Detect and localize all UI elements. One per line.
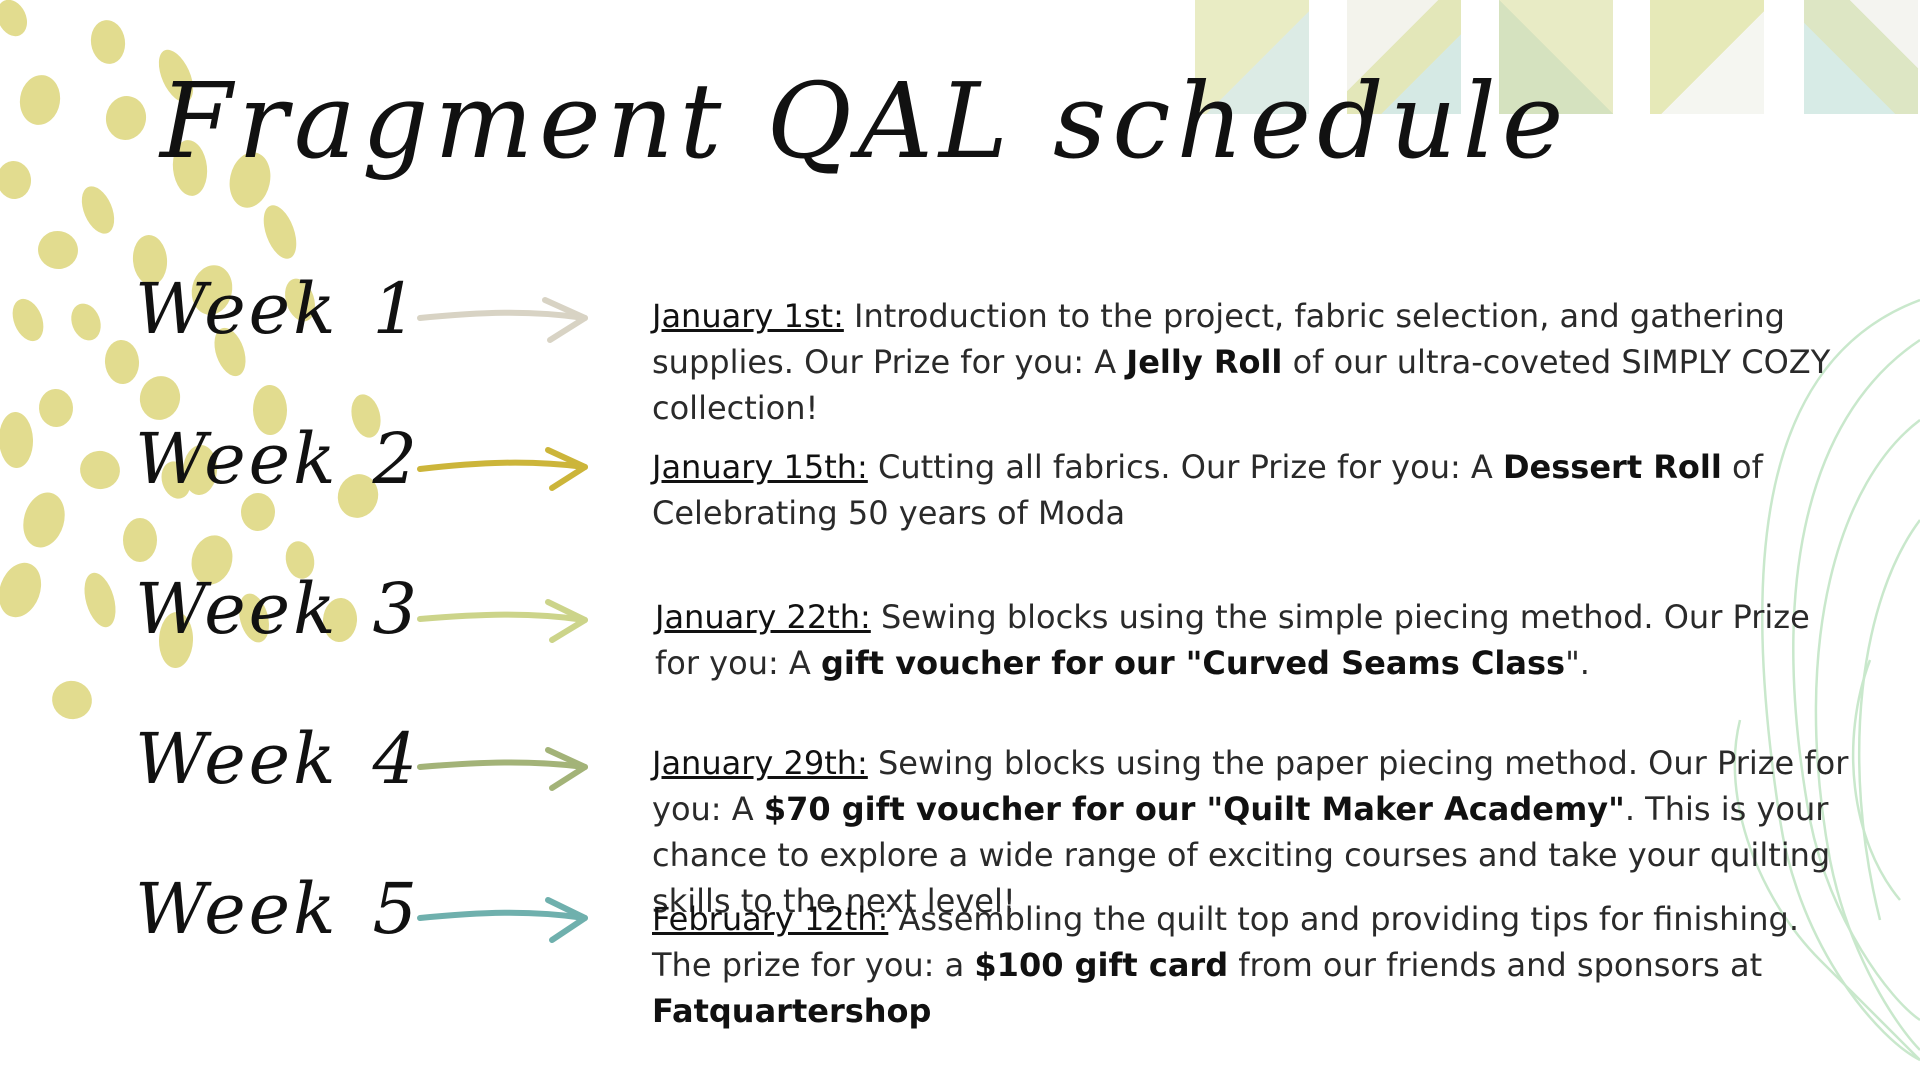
brush-dot xyxy=(191,535,233,585)
arrow-week-2 xyxy=(417,447,588,491)
brush-dot xyxy=(285,541,315,579)
brush-dot xyxy=(172,140,208,196)
week-1-description: January 1st: Introduction to the project… xyxy=(652,297,1831,427)
brush-dot xyxy=(38,230,78,270)
brush-dot xyxy=(239,593,269,643)
brush-dot xyxy=(90,20,126,64)
arrow-week-1 xyxy=(417,297,588,343)
brush-dot xyxy=(12,298,44,342)
brush-dot xyxy=(158,612,194,668)
brush-dot xyxy=(351,394,381,438)
brush-dot xyxy=(139,376,181,420)
week-4-description: January 29th: Sewing blocks using the pa… xyxy=(652,744,1849,920)
green-arcs xyxy=(1733,298,1920,1062)
brush-dot xyxy=(229,152,271,208)
fabric-swatch xyxy=(1499,0,1613,114)
week-2-description: January 15th: Cutting all fabrics. Our P… xyxy=(652,448,1763,532)
brush-dot xyxy=(23,492,65,548)
brush-dot xyxy=(285,278,315,322)
arrow-week-5 xyxy=(417,897,588,943)
arrows xyxy=(417,297,588,943)
arrow-week-4 xyxy=(417,747,588,791)
brush-dot xyxy=(337,474,379,518)
brush-dot xyxy=(132,235,168,285)
brush-dot xyxy=(0,0,28,37)
brush-dot xyxy=(240,493,276,531)
brush-dot xyxy=(322,598,358,642)
page-title: Fragment QAL schedule xyxy=(160,60,1570,182)
week-5-description: February 12th: Assembling the quilt top … xyxy=(652,900,1800,1030)
brush-dot xyxy=(81,186,115,234)
brush-dot xyxy=(80,450,120,490)
brush-dot xyxy=(182,445,218,495)
brush-dot xyxy=(71,303,101,341)
brush-dot xyxy=(0,562,42,618)
brush-dot xyxy=(263,205,297,259)
arrow-week-3 xyxy=(417,599,588,643)
fabric-swatch xyxy=(1195,0,1309,114)
fabric-swatch xyxy=(1804,0,1918,114)
brush-dot xyxy=(104,340,140,384)
brush-dot xyxy=(84,572,116,628)
brush-dot xyxy=(158,49,194,103)
yellow-brush-dots xyxy=(0,0,381,720)
fabric-swatch xyxy=(1650,0,1764,114)
brush-dot xyxy=(105,96,147,140)
brush-dot xyxy=(52,680,92,720)
brush-dot xyxy=(123,518,157,562)
brush-dot xyxy=(0,161,32,199)
week-3-description: January 22th: Sewing blocks using the si… xyxy=(655,598,1810,682)
brush-dot xyxy=(214,327,246,377)
brush-dot xyxy=(191,265,233,315)
brush-dot xyxy=(0,412,34,468)
fabric-swatch xyxy=(1347,0,1461,114)
brush-dot xyxy=(252,385,288,435)
brush-dot xyxy=(38,389,74,427)
brush-dot xyxy=(19,75,61,125)
